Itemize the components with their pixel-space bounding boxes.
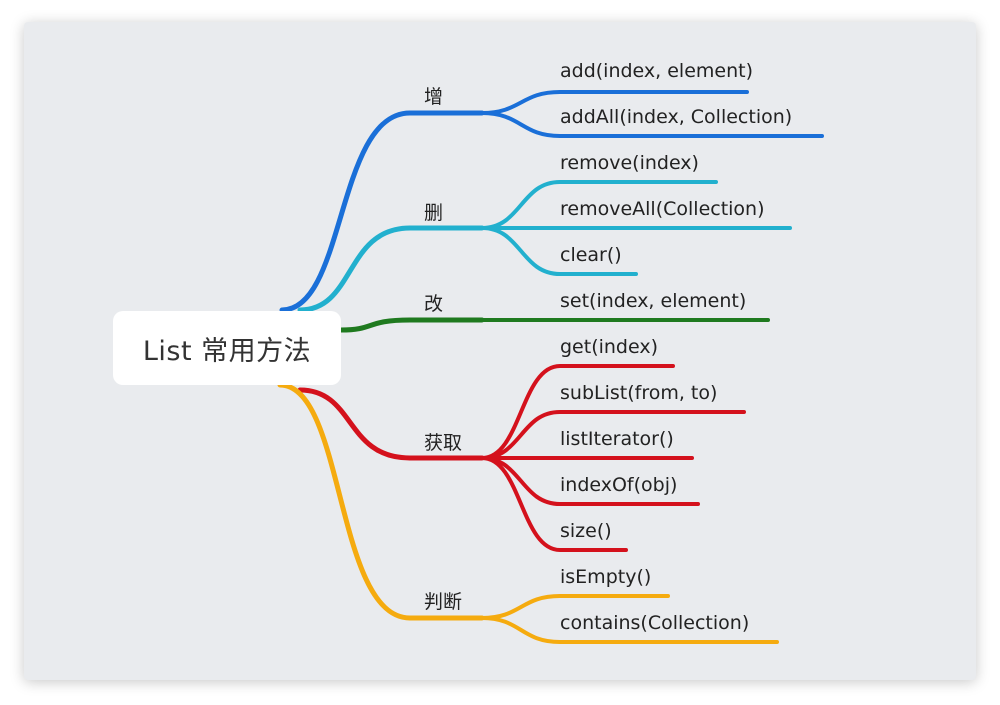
leaf-sublist[interactable]: subList(from, to) — [560, 382, 718, 404]
branch-1-leaf-2-connector — [480, 226, 638, 276]
branch-add-label[interactable]: 增 — [424, 86, 444, 108]
branch-2-curve — [338, 317, 413, 333]
branch-update-label[interactable]: 改 — [424, 293, 444, 315]
branch-3-leaf-0-connector — [480, 364, 675, 460]
branch-1-curve — [297, 225, 413, 313]
leaf-remove[interactable]: remove(index) — [560, 152, 699, 174]
leaf-indexof[interactable]: indexOf(obj) — [560, 474, 678, 496]
leaf-removeall[interactable]: removeAll(Collection) — [560, 198, 765, 220]
branch-3-leaf-4-connector — [480, 456, 628, 552]
leaf-add[interactable]: add(index, element) — [560, 60, 753, 82]
branch-3-curve — [297, 387, 413, 461]
branch-delete-label[interactable]: 删 — [424, 202, 444, 224]
branch-1-leaf-0-connector — [480, 180, 718, 230]
root-node[interactable]: List 常用方法 — [113, 311, 341, 385]
leaf-size[interactable]: size() — [560, 520, 612, 542]
branch-4-curve — [277, 382, 413, 621]
leaf-addall[interactable]: addAll(index, Collection) — [560, 106, 793, 128]
leaf-isempty[interactable]: isEmpty() — [560, 566, 652, 588]
branch-0-curve — [279, 110, 413, 313]
leaf-listiterator[interactable]: listIterator() — [560, 428, 674, 450]
leaf-get[interactable]: get(index) — [560, 336, 659, 358]
branch-4-leaf-1-connector — [480, 616, 779, 644]
branch-check-label[interactable]: 判断 — [424, 591, 463, 613]
branch-get-label[interactable]: 获取 — [424, 432, 463, 454]
leaf-clear[interactable]: clear() — [560, 244, 622, 266]
leaf-contains[interactable]: contains(Collection) — [560, 612, 750, 634]
leaf-set[interactable]: set(index, element) — [560, 290, 747, 312]
branch-0-leaf-1-connector — [480, 111, 824, 138]
branch-3-leaf-1-connector — [480, 410, 746, 460]
